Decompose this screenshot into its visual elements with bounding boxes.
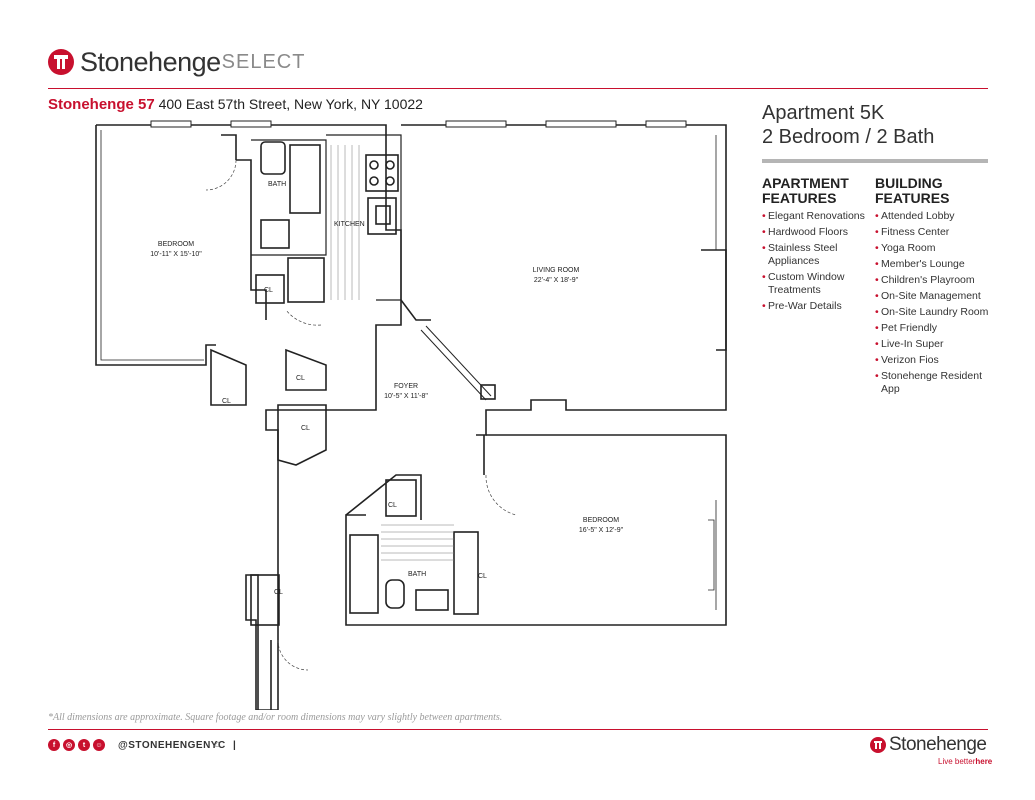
building-address: Stonehenge 57 400 East 57th Street, New … — [48, 96, 423, 113]
disclaimer: *All dimensions are approximate. Square … — [48, 712, 503, 723]
stonehenge-logo-icon — [48, 49, 74, 75]
list-item: Pet Friendly — [875, 322, 990, 335]
building-name: Stonehenge 57 — [48, 96, 155, 113]
brand-logo: Stonehenge SELECT — [48, 44, 305, 80]
list-item: On-Site Management — [875, 290, 990, 303]
footer-divider — [48, 729, 988, 730]
list-item: Verizon Fios — [875, 354, 990, 367]
tagline-suffix: here — [975, 757, 993, 766]
brand-suffix: SELECT — [221, 50, 306, 73]
tagline-prefix: Live better — [938, 757, 976, 766]
list-item: On-Site Laundry Room — [875, 306, 990, 319]
social-icons: f ◎ t ☺ — [48, 739, 105, 751]
bath1-label: BATH — [268, 181, 286, 188]
equal-housing-icon: ⌂ — [215, 739, 222, 750]
closet-label: CL — [274, 589, 283, 596]
living-dims: 22'-4" X 18'-9" — [534, 277, 579, 284]
closet-label: CL — [478, 573, 487, 580]
street-address: 400 East 57th Street, New York, NY 10022 — [158, 96, 423, 112]
closet-label: CL — [388, 502, 397, 509]
foyer-name: FOYER — [394, 383, 418, 390]
separator: | — [232, 740, 237, 751]
building-features-heading: BUILDING FEATURES — [875, 176, 990, 206]
heading-line: FEATURES — [875, 190, 950, 206]
list-item: Stonehenge Resident App — [875, 370, 990, 396]
list-item: Hardwood Floors — [762, 226, 870, 239]
snapchat-icon[interactable]: ☺ — [93, 739, 105, 751]
list-item: Member's Lounge — [875, 258, 990, 271]
kitchen-label: KITCHEN — [334, 221, 365, 228]
building-features-list: Attended Lobby Fitness Center Yoga Room … — [875, 210, 990, 396]
brand-name: Stonehenge — [80, 46, 221, 77]
list-item: Stainless Steel Appliances — [762, 242, 870, 268]
list-item: Attended Lobby — [875, 210, 990, 223]
title-underline — [762, 159, 988, 163]
living-name: LIVING ROOM — [533, 267, 580, 274]
instagram-icon[interactable]: ◎ — [63, 739, 75, 751]
bedroom2-dims: 16'-5" X 12'-9" — [579, 527, 624, 534]
list-item: Live-In Super — [875, 338, 990, 351]
floorplan: BEDROOM 10'-11" X 15'-10" BATH KITCHEN L… — [95, 120, 727, 710]
tagline: Live betterhere — [938, 757, 992, 766]
bath2-label: BATH — [408, 571, 426, 578]
list-item: Children's Playroom — [875, 274, 990, 287]
closet-label: CL — [301, 425, 310, 432]
bedroom2-name: BEDROOM — [583, 517, 619, 524]
bedroom1-dims: 10'-11" X 15'-10" — [150, 251, 202, 258]
apartment-features-list: Elegant Renovations Hardwood Floors Stai… — [762, 210, 870, 313]
footer-brand: Stonehenge — [889, 734, 987, 755]
list-item: Elegant Renovations — [762, 210, 870, 223]
handle-text: @STONEHENGENYC — [118, 740, 226, 751]
list-item: Fitness Center — [875, 226, 990, 239]
header-divider — [48, 88, 988, 89]
apartment-features-heading: APARTMENT FEATURES — [762, 176, 870, 206]
closet-label: CL — [264, 287, 273, 294]
apartment-title: Apartment 5K — [762, 102, 885, 124]
social-handle[interactable]: @STONEHENGENYC | — [118, 740, 236, 751]
footer-logo: Stonehenge — [870, 734, 987, 756]
heading-line: FEATURES — [762, 190, 837, 206]
heading-line: BUILDING — [875, 175, 943, 191]
closet-label: CL — [222, 398, 231, 405]
list-item: Custom Window Treatments — [762, 271, 870, 297]
facebook-icon[interactable]: f — [48, 739, 60, 751]
twitter-icon[interactable]: t — [78, 739, 90, 751]
apartment-subtitle: 2 Bedroom / 2 Bath — [762, 126, 935, 148]
foyer-dims: 10'-5" X 11'-8" — [384, 393, 428, 400]
list-item: Pre-War Details — [762, 300, 870, 313]
heading-line: APARTMENT — [762, 175, 849, 191]
stonehenge-logo-icon — [870, 737, 886, 753]
closet-label: CL — [296, 375, 305, 382]
bedroom1-name: BEDROOM — [158, 241, 194, 248]
apartment-features: APARTMENT FEATURES Elegant Renovations H… — [762, 176, 870, 316]
list-item: Yoga Room — [875, 242, 990, 255]
building-features: BUILDING FEATURES Attended Lobby Fitness… — [875, 176, 990, 399]
